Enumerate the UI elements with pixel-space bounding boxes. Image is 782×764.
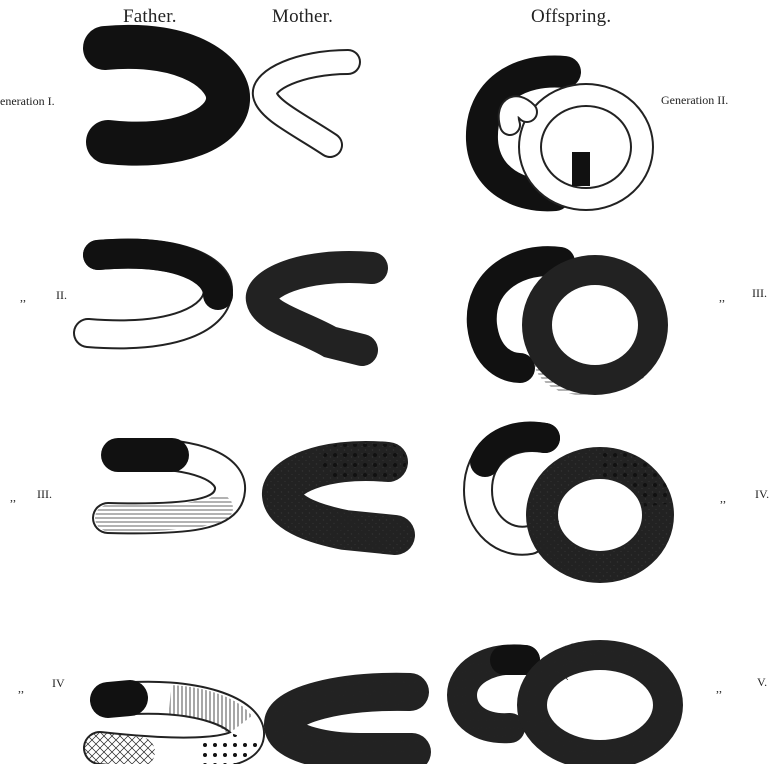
mother-gen1-chromosome — [252, 49, 361, 158]
left-label-generation-2: II. — [56, 288, 67, 302]
father-gen3-chromosome — [92, 438, 246, 535]
offspring-gen4-chromosome — [462, 421, 674, 583]
left-label-generation-1: eneration I. — [0, 94, 55, 108]
header-mother: Mother. — [272, 6, 334, 27]
left-label-generation-4: IV — [52, 676, 65, 690]
left-ditto-4: ,, — [18, 681, 24, 695]
left-ditto-3: ,, — [10, 490, 16, 504]
header-father: Father. — [123, 6, 177, 27]
right-ditto-5: ,, — [716, 681, 722, 695]
offspring-gen3-chromosome — [466, 246, 668, 395]
right-label-generation-5: V. — [757, 675, 768, 689]
right-ditto-3: ,, — [719, 290, 725, 304]
right-label-generation-3: III. — [752, 286, 767, 300]
right-ditto-4: ,, — [720, 491, 726, 505]
left-label-generation-3: III. — [37, 487, 52, 501]
right-label-generation-4: IV. — [755, 487, 770, 501]
mother-gen4-chromosome — [264, 672, 431, 764]
father-gen2-chromosome — [73, 238, 234, 350]
mother-gen3-chromosome — [262, 441, 415, 555]
father-gen1-chromosome — [83, 24, 250, 166]
father-gen4-chromosome — [83, 680, 265, 764]
header-offspring: Offspring. — [531, 6, 612, 27]
right-label-generation-2: Generation II. — [661, 93, 729, 107]
offspring-gen5-chromosome — [446, 640, 683, 764]
offspring-gen2-chromosome — [466, 55, 654, 212]
mother-gen2-chromosome — [245, 251, 388, 366]
left-ditto-2: ,, — [20, 290, 26, 304]
